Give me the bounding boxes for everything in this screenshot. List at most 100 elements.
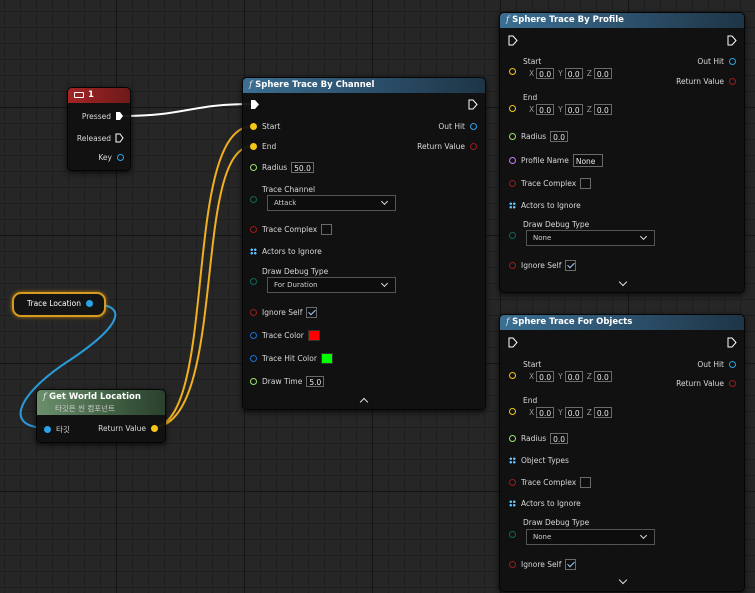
radius-input[interactable]: 0.0 xyxy=(550,433,569,444)
collapse-arrow-icon[interactable] xyxy=(359,397,369,407)
ignore-self-pin[interactable] xyxy=(509,561,516,568)
trace-color-pin[interactable] xyxy=(250,332,257,339)
draw-debug-type-dropdown[interactable]: None xyxy=(526,529,655,545)
end-y-input[interactable]: 0.0 xyxy=(564,407,583,418)
start-x-input[interactable]: 0.0 xyxy=(536,68,555,79)
draw-debug-type-dropdown[interactable]: None xyxy=(526,230,655,246)
radius-input[interactable]: 0.0 xyxy=(550,131,569,142)
radius-pin[interactable] xyxy=(509,435,516,442)
return-value-pin[interactable] xyxy=(729,380,736,387)
exec-out-pin[interactable] xyxy=(727,35,737,46)
exec-out-pin[interactable] xyxy=(468,99,478,110)
exec-in-pin[interactable] xyxy=(508,35,518,46)
trace-complex-pin[interactable] xyxy=(250,226,257,233)
ignore-self-checkbox[interactable] xyxy=(565,559,577,570)
draw-debug-type-pin[interactable] xyxy=(509,531,516,538)
array-pin-icon[interactable] xyxy=(509,202,516,209)
start-y-input[interactable]: 0.0 xyxy=(564,68,583,79)
start-pin[interactable] xyxy=(250,123,257,130)
key-event-header: 1 xyxy=(68,88,130,103)
start-label: Start xyxy=(523,360,542,369)
trace-location-variable-node[interactable]: Trace Location xyxy=(12,292,106,317)
end-x-input[interactable]: 0.0 xyxy=(536,407,555,418)
trace-color-swatch[interactable] xyxy=(307,330,320,341)
ignore-self-label: Ignore Self xyxy=(521,261,562,270)
expand-arrow-icon[interactable] xyxy=(618,277,628,287)
profile-node-title: Sphere Trace By Profile xyxy=(512,15,624,25)
exec-pin-released[interactable] xyxy=(115,133,124,143)
profile-name-pin[interactable] xyxy=(509,157,516,164)
exec-pin-pressed[interactable] xyxy=(115,111,124,121)
trace-hit-color-pin[interactable] xyxy=(250,355,257,362)
return-value-pin[interactable] xyxy=(729,78,736,85)
get-world-location-title: Get World Location xyxy=(49,392,141,402)
trace-hit-color-swatch[interactable] xyxy=(320,353,333,364)
target-label: 타깃 xyxy=(56,425,70,434)
exec-out-pin[interactable] xyxy=(727,337,737,348)
draw-time-input[interactable]: 5.0 xyxy=(306,376,325,387)
draw-debug-type-pin[interactable] xyxy=(509,232,516,239)
start-z-input[interactable]: 0.0 xyxy=(593,68,612,79)
end-label: End xyxy=(262,142,277,151)
radius-pin[interactable] xyxy=(250,164,257,171)
start-z-input[interactable]: 0.0 xyxy=(593,371,612,382)
x-axis-label: X xyxy=(529,69,535,78)
array-pin-icon[interactable] xyxy=(509,500,516,507)
start-y-input[interactable]: 0.0 xyxy=(564,371,583,382)
array-pin-icon[interactable] xyxy=(509,457,516,464)
out-hit-label: Out Hit xyxy=(438,122,465,131)
y-axis-label: Y xyxy=(558,372,563,381)
target-pin[interactable] xyxy=(44,426,51,433)
trace-complex-checkbox[interactable] xyxy=(580,178,592,189)
out-hit-pin[interactable] xyxy=(729,361,736,368)
key-label: Key xyxy=(98,153,112,162)
trace-complex-checkbox[interactable] xyxy=(321,224,333,235)
actors-to-ignore-label: Actors to Ignore xyxy=(521,201,581,210)
y-axis-label: Y xyxy=(558,408,563,417)
chevron-down-icon xyxy=(380,279,389,288)
end-pin[interactable] xyxy=(509,105,516,112)
radius-pin[interactable] xyxy=(509,133,516,140)
trace-complex-pin[interactable] xyxy=(509,180,516,187)
out-hit-pin[interactable] xyxy=(470,123,477,130)
exec-in-pin[interactable] xyxy=(250,99,260,110)
trace-channel-dropdown[interactable]: Attack xyxy=(267,195,396,211)
start-pin[interactable] xyxy=(509,68,516,75)
trace-complex-pin[interactable] xyxy=(509,479,516,486)
end-y-input[interactable]: 0.0 xyxy=(564,104,583,115)
exec-in-pin[interactable] xyxy=(508,337,518,348)
expand-arrow-icon[interactable] xyxy=(618,575,628,585)
trace-location-pin[interactable] xyxy=(86,300,94,307)
ignore-self-checkbox[interactable] xyxy=(306,307,318,318)
trace-channel-pin[interactable] xyxy=(250,196,257,203)
end-pin[interactable] xyxy=(250,143,257,150)
end-pin[interactable] xyxy=(509,408,516,415)
end-z-input[interactable]: 0.0 xyxy=(593,407,612,418)
start-pin[interactable] xyxy=(509,372,516,379)
end-z-input[interactable]: 0.0 xyxy=(593,104,612,115)
key-event-node[interactable]: 1 Pressed Released Key xyxy=(67,87,131,171)
trace-complex-checkbox[interactable] xyxy=(580,477,592,488)
draw-time-pin[interactable] xyxy=(250,378,257,385)
ignore-self-checkbox[interactable] xyxy=(565,260,577,271)
draw-debug-type-dropdown[interactable]: For Duration xyxy=(267,277,396,293)
array-pin-icon[interactable] xyxy=(250,248,257,255)
return-value-pin[interactable] xyxy=(470,143,477,150)
radius-input[interactable]: 50.0 xyxy=(291,162,314,173)
key-struct-pin[interactable] xyxy=(117,154,124,161)
ignore-self-pin[interactable] xyxy=(250,309,257,316)
start-x-input[interactable]: 0.0 xyxy=(536,371,555,382)
return-value-pin[interactable] xyxy=(151,425,158,432)
end-x-input[interactable]: 0.0 xyxy=(536,104,555,115)
return-value-label: Return Value xyxy=(676,77,724,86)
ignore-self-pin[interactable] xyxy=(509,262,516,269)
out-hit-pin[interactable] xyxy=(729,58,736,65)
draw-debug-type-pin[interactable] xyxy=(250,278,257,285)
profile-name-input[interactable]: None xyxy=(572,154,603,167)
